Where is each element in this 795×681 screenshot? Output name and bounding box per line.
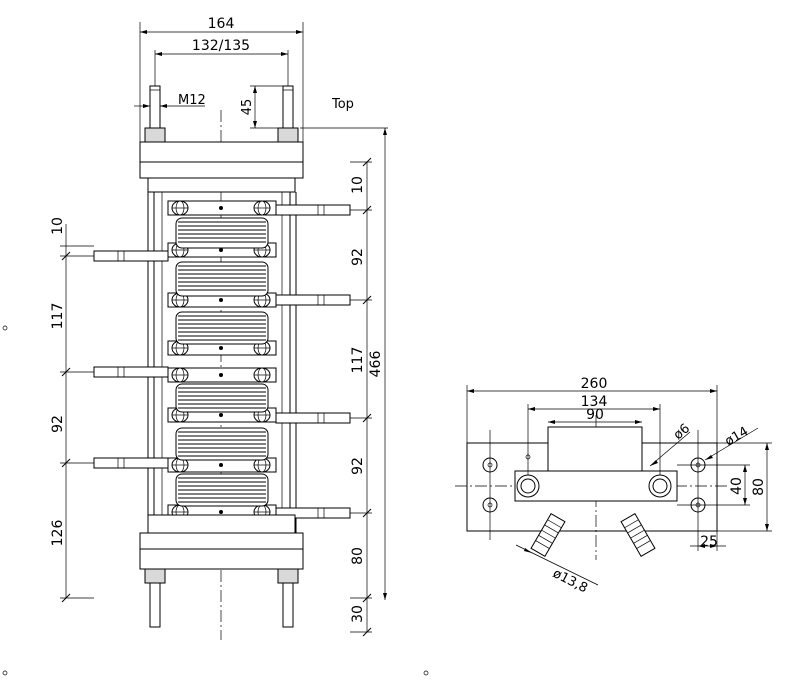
top-clamp-plate: [139, 141, 304, 163]
dim-right-segment: 92: [350, 457, 366, 475]
dim-left-segment: 92: [50, 415, 66, 433]
heatsink-clamp: [167, 367, 277, 383]
top-right-nut: [277, 127, 299, 143]
thread-label: M12: [178, 93, 206, 108]
connector-bar: [514, 470, 678, 502]
dim-clamp-span: 132/135: [192, 38, 250, 54]
dim-bar-width: 40: [729, 477, 745, 495]
terminal-bar-right: [275, 204, 351, 216]
bottom-clamp-bar: [139, 532, 304, 550]
dim-stud-length: 45: [240, 99, 255, 116]
bottom-right-nut: [277, 568, 299, 584]
gate-connector-right: [620, 512, 656, 558]
heatsink-clamp: [167, 457, 277, 473]
semiconductor-disc: [175, 383, 269, 413]
dim-right-segment: 92: [350, 248, 366, 266]
marker-dot: [2, 670, 8, 676]
dim-left-segment: 10: [50, 217, 66, 235]
terminal-bar-right: [275, 412, 351, 424]
dim-bar-length: 90: [586, 407, 604, 423]
mount-hole-label: ø14: [723, 424, 752, 449]
bottom-left-stud: [149, 582, 161, 628]
dim-overall-height: 466: [368, 351, 384, 378]
bottom-clamp-plate: [139, 548, 304, 570]
top-label: Top: [331, 97, 354, 112]
semiconductor-disc: [175, 261, 269, 297]
terminal-bar-left: [93, 366, 169, 378]
dim-left-segment: 117: [50, 303, 66, 330]
dim-right-segment: 80: [350, 547, 366, 565]
right-dimension-ticks: 10 92 117 92 80 30: [350, 157, 372, 637]
bottom-pressure-block: [147, 514, 296, 534]
dim-edge-offset: 25: [700, 534, 718, 550]
connector-dia-label: ø13,8: [550, 566, 590, 596]
semiconductor-disc: [175, 473, 269, 507]
dim-base-width: 80: [751, 478, 767, 496]
top-view: 260 134 90 ø6 ø14 40 80: [455, 376, 772, 596]
dim-left-segment: 126: [50, 520, 66, 547]
marker-dot: [2, 325, 8, 331]
heatsink-clamp: [167, 200, 277, 216]
terminal-bar-right: [275, 294, 351, 306]
dim-hole-span: 134: [581, 394, 608, 410]
front-view: 164 132/135 M12 45 Top 466 10 92 117 92 80 30…: [50, 16, 388, 640]
small-hole-label: ø6: [671, 421, 693, 443]
semiconductor-disc: [175, 217, 269, 249]
terminal-bar-left: [93, 457, 169, 469]
dim-right-segment: 10: [350, 176, 366, 194]
top-right-stud: [282, 85, 294, 132]
top-left-nut: [144, 127, 166, 143]
left-dimension-ticks: 10 117 92 126: [50, 217, 94, 603]
dim-right-segment: 117: [350, 347, 366, 374]
semiconductor-disc: [175, 311, 269, 345]
dim-base-length: 260: [581, 376, 608, 392]
gate-connector-left: [530, 512, 566, 558]
dim-right-segment: 30: [350, 605, 366, 623]
dim-overall-width: 164: [208, 16, 235, 32]
bottom-right-stud: [282, 582, 294, 628]
semiconductor-disc: [175, 427, 269, 461]
marker-dot: [423, 670, 429, 676]
top-clamp-bar: [139, 161, 304, 179]
bottom-left-nut: [144, 568, 166, 584]
top-left-stud: [149, 85, 161, 132]
device-stack: [167, 200, 277, 520]
top-bar: [547, 426, 643, 472]
top-pressure-block: [147, 177, 296, 193]
terminal-bars: [93, 204, 351, 519]
terminal-bar-left: [93, 250, 169, 262]
